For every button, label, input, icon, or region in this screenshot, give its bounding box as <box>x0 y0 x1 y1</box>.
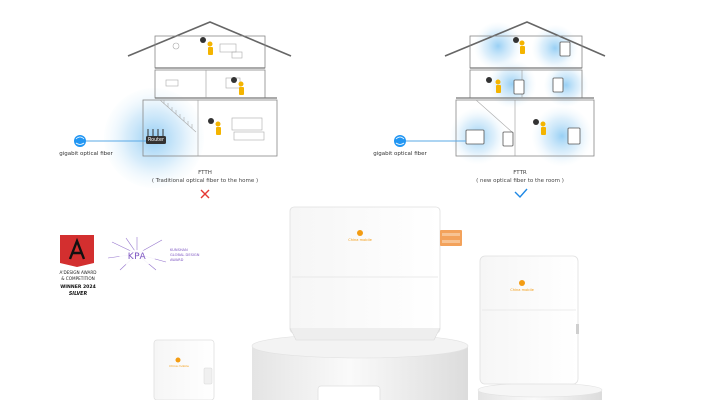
fttr-subtitle: ( new optical fiber to the room ) <box>476 178 564 184</box>
right-fiber-label: gigabit optical fiber <box>373 151 427 157</box>
fttr-title: FTTR <box>513 170 527 176</box>
ftth-title: FTTH <box>198 170 212 176</box>
brand-logo-icon <box>357 230 363 236</box>
a-award-line2: & COMPETITION <box>61 276 95 281</box>
satellite-device-right <box>479 255 579 385</box>
check-icon <box>514 188 528 199</box>
a-award-line4: SILVER <box>68 292 88 297</box>
brand-logo-icon <box>519 280 525 286</box>
ftth-subtitle: ( Traditional optical fiber to the home … <box>151 178 259 184</box>
satellite-brand: China mobile <box>510 288 534 292</box>
main-gateway-device <box>289 206 441 334</box>
a-award-line1: A'DESIGN AWARD <box>59 270 97 275</box>
main-gateway-brand: China mobile <box>348 238 372 242</box>
kpa-line2: GLOBAL DESIGN <box>170 253 200 257</box>
kpa-logo <box>107 237 167 271</box>
kpa-line3: AWARD <box>170 258 184 262</box>
kpa-line1: KUNSHAN <box>170 248 188 252</box>
satellite-device-front <box>317 385 381 400</box>
cross-icon <box>200 189 210 199</box>
a-design-award-logo <box>60 235 94 267</box>
router-label: Router <box>148 138 164 143</box>
router-device <box>146 136 166 144</box>
a-award-line3: WINNER 2024 <box>60 285 96 290</box>
brand-logo-icon <box>175 357 181 363</box>
left-fiber-label: gigabit optical fiber <box>59 151 113 157</box>
small-device-brand: China mobile <box>169 364 189 368</box>
kpa-text: KPA <box>127 252 147 262</box>
satellite-device-small <box>153 339 215 400</box>
